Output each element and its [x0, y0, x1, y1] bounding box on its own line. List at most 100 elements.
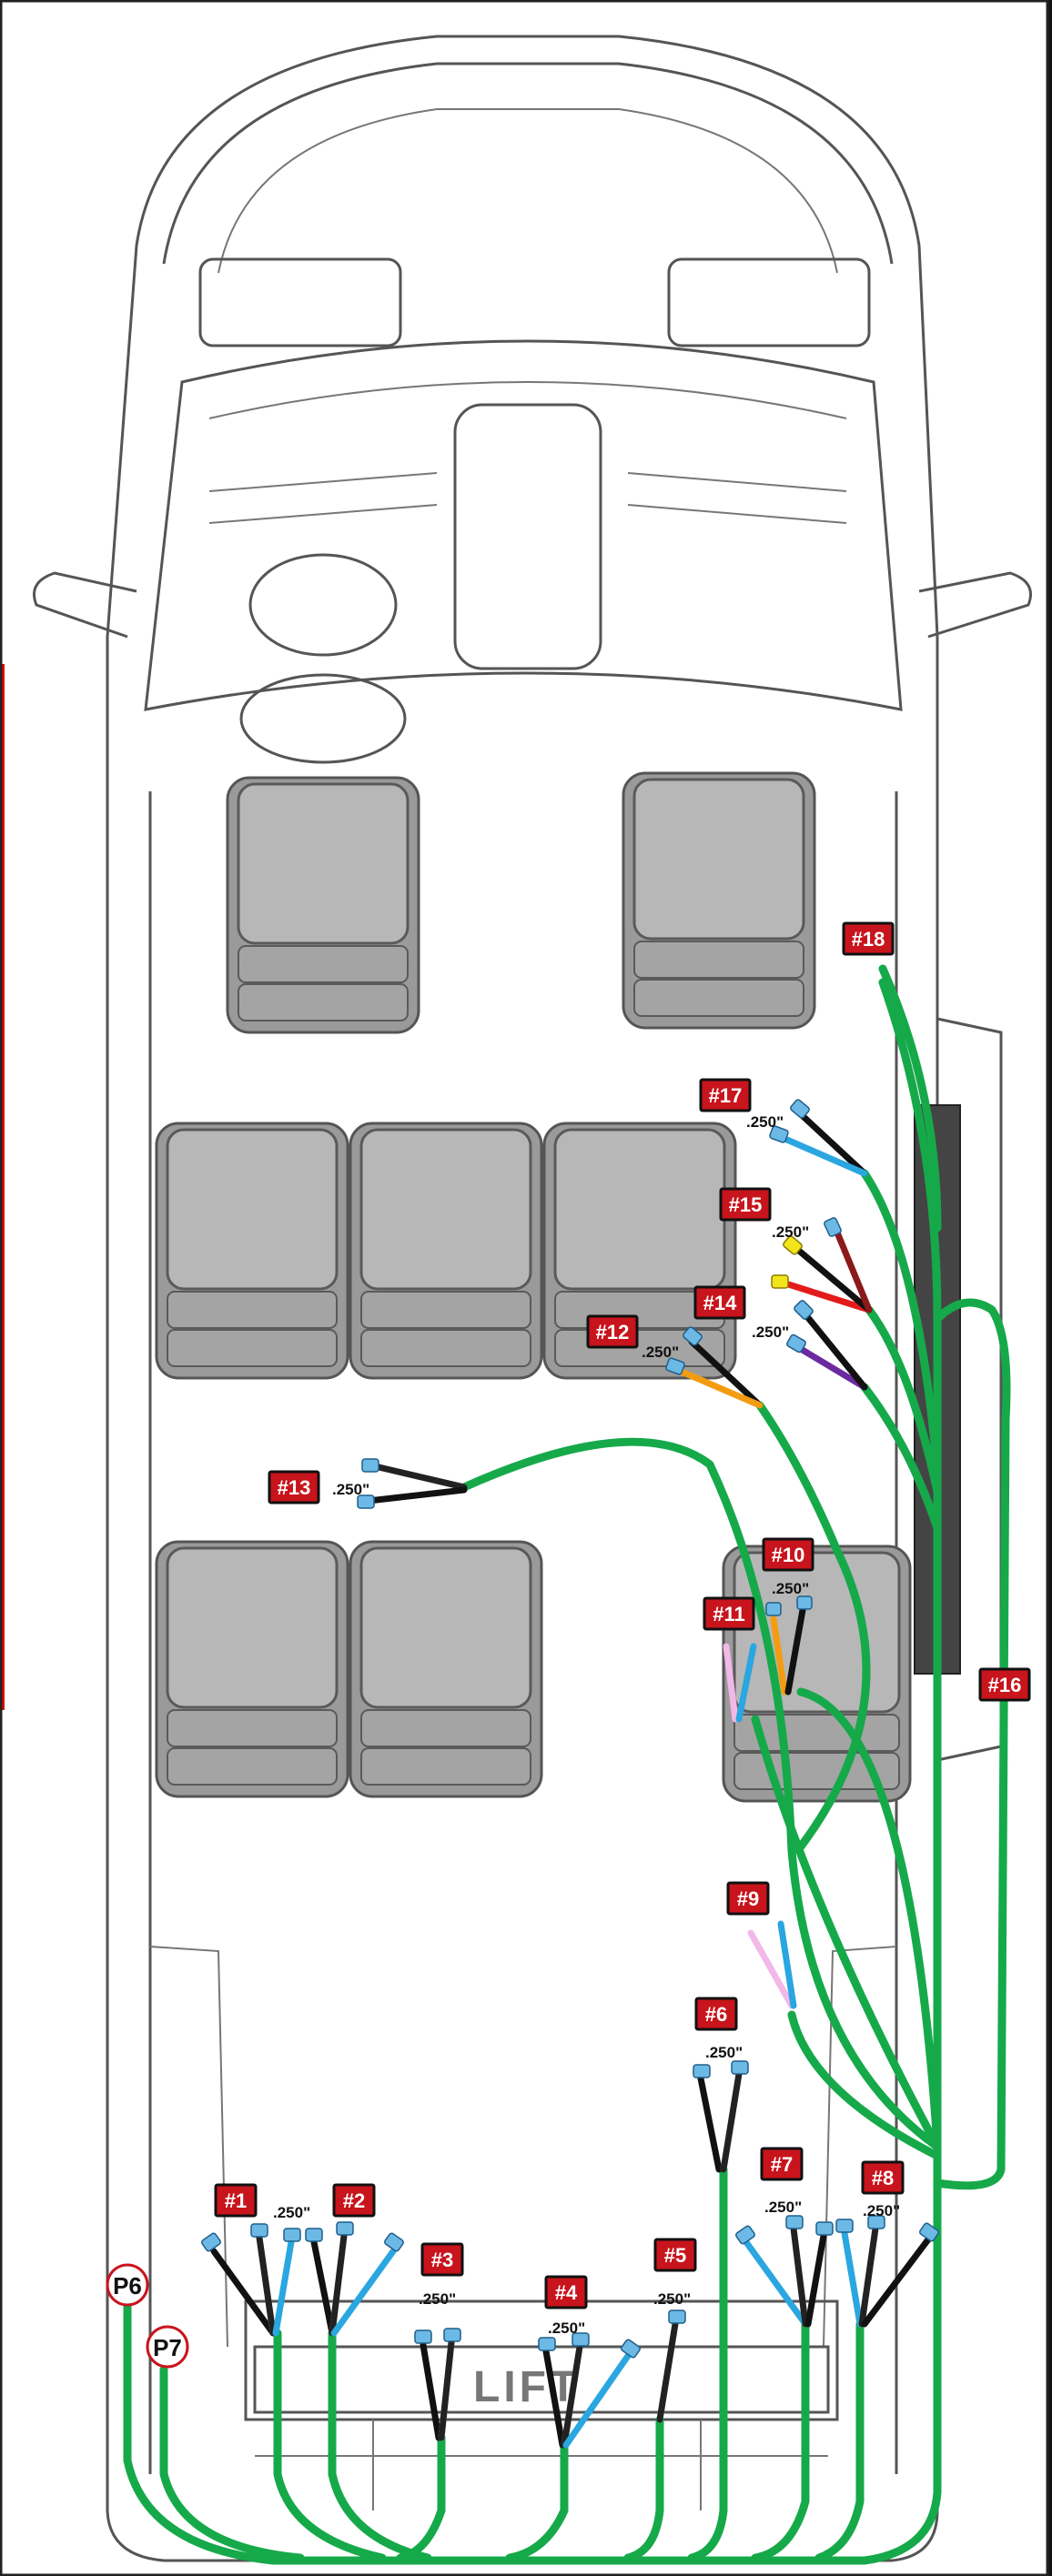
windshield-inner [208, 381, 847, 419]
terminal-icon [771, 1274, 789, 1289]
size-label: .250" [332, 1481, 369, 1498]
windshield [144, 339, 903, 711]
callout-7-label: #7 [771, 2153, 793, 2176]
harness-branch-14 [860, 1383, 942, 1533]
lift-frame [244, 2299, 839, 2421]
callout-5-label: #5 [664, 2244, 686, 2267]
right-mirror [918, 571, 1032, 639]
callout-16: #16 [978, 1667, 1031, 1702]
terminal-icon [835, 2219, 854, 2233]
plug-p6-label: P6 [113, 2272, 142, 2299]
size-label: .250" [548, 2319, 585, 2337]
terminal-icon [815, 2221, 834, 2236]
callout-15: #15 [719, 1187, 772, 1222]
callout-10: #10 [762, 1537, 814, 1572]
callout-2-label: #2 [343, 2189, 365, 2212]
callout-18-label: #18 [852, 928, 885, 951]
callout-5: #5 [653, 2238, 697, 2272]
terminal-icon [621, 2339, 641, 2359]
callout-3: #3 [420, 2242, 464, 2277]
harness-branch-2 [328, 2329, 432, 2562]
terminal-icon [867, 2215, 885, 2229]
dash-console [453, 403, 602, 670]
van-outer-outline [106, 35, 939, 2562]
callout-3-label: #3 [431, 2249, 453, 2271]
harness-branch-16-loop [933, 1298, 1011, 2190]
harness-branch-13 [460, 1437, 942, 2151]
harness-branch-8 [814, 2319, 865, 2562]
terminal-icon [824, 1217, 842, 1237]
callout-12: #12 [586, 1314, 639, 1349]
steering-hub [248, 553, 398, 657]
lift-rails [255, 2420, 828, 2511]
callout-9-label: #9 [737, 1887, 759, 1910]
left-mirror [33, 571, 137, 639]
terminal-icon [357, 1494, 375, 1509]
size-label: .250" [863, 2202, 900, 2219]
terminal-icon [731, 2060, 749, 2075]
pigtail-10 [765, 1595, 813, 1696]
terminal-icon [538, 2337, 556, 2351]
harness-branch-3 [396, 2433, 446, 2562]
size-label: .250" [764, 2199, 802, 2216]
harness-p7-lead [159, 2365, 305, 2562]
harness-trunk-route [123, 978, 942, 2565]
pigtail-15 [771, 1217, 873, 1313]
main-harness [123, 964, 1011, 2565]
callout-4-label: #4 [555, 2281, 578, 2304]
pigtail-12 [665, 1326, 764, 1409]
callout-17-label: #17 [709, 1084, 743, 1107]
terminal-icon [336, 2221, 354, 2236]
rear-wheel-wells [149, 1946, 897, 2348]
callout-13-label: #13 [278, 1476, 311, 1499]
harness-branch-6 [687, 2165, 728, 2562]
right-headlight [667, 257, 871, 347]
seat-driver [226, 776, 420, 1034]
terminal-icon [783, 1235, 803, 1255]
size-label: .250" [642, 1343, 679, 1361]
callout-16-label: #16 [988, 1674, 1022, 1696]
harness-branch-4 [505, 2438, 569, 2562]
pigtail-3 [414, 2328, 461, 2441]
terminal-icon [443, 2328, 461, 2342]
terminal-icon [796, 1595, 813, 1610]
dash-vents [208, 472, 847, 524]
lift-label: LIFT [473, 2363, 580, 2411]
terminal-icon [305, 2228, 323, 2242]
size-label: .250" [273, 2204, 310, 2221]
callout-4: #4 [544, 2275, 588, 2309]
terminal-icon [794, 1300, 814, 1320]
hood-crease [217, 108, 838, 274]
terminal-icon [361, 1458, 379, 1473]
callout-8-label: #8 [872, 2167, 894, 2189]
pigtail-6 [693, 2060, 749, 2173]
harness-branch-10 [796, 1687, 942, 2151]
harness-branch-1 [273, 2329, 387, 2562]
pigtail-2 [305, 2221, 404, 2337]
pigtail-4 [538, 2332, 641, 2449]
plug-p7: P7 [146, 2325, 189, 2369]
pigtail-8 [835, 2215, 939, 2328]
left-side-wall [106, 782, 152, 2511]
callout-6-label: #6 [705, 2003, 727, 2026]
size-label: .250" [653, 2290, 691, 2308]
terminal-icon [693, 2064, 711, 2078]
terminal-icon [384, 2232, 404, 2252]
harness-branch-7 [751, 2319, 810, 2562]
seat-passenger [622, 771, 816, 1030]
pigtail-9 [747, 1920, 797, 2009]
terminal-icon [683, 1326, 703, 1346]
seat-row3-left [155, 1540, 349, 1798]
callout-1-label: #1 [225, 2189, 247, 2212]
callout-14: #14 [693, 1285, 746, 1320]
terminal-icon [283, 2228, 301, 2242]
size-label: .250" [772, 1223, 809, 1241]
callout-11-label: #11 [713, 1603, 745, 1625]
callout-7: #7 [760, 2147, 804, 2181]
callout-12-label: #12 [596, 1321, 630, 1343]
pigtail-7 [735, 2215, 834, 2328]
size-label: .250" [419, 2290, 456, 2308]
seat-row2-right [542, 1122, 737, 1380]
